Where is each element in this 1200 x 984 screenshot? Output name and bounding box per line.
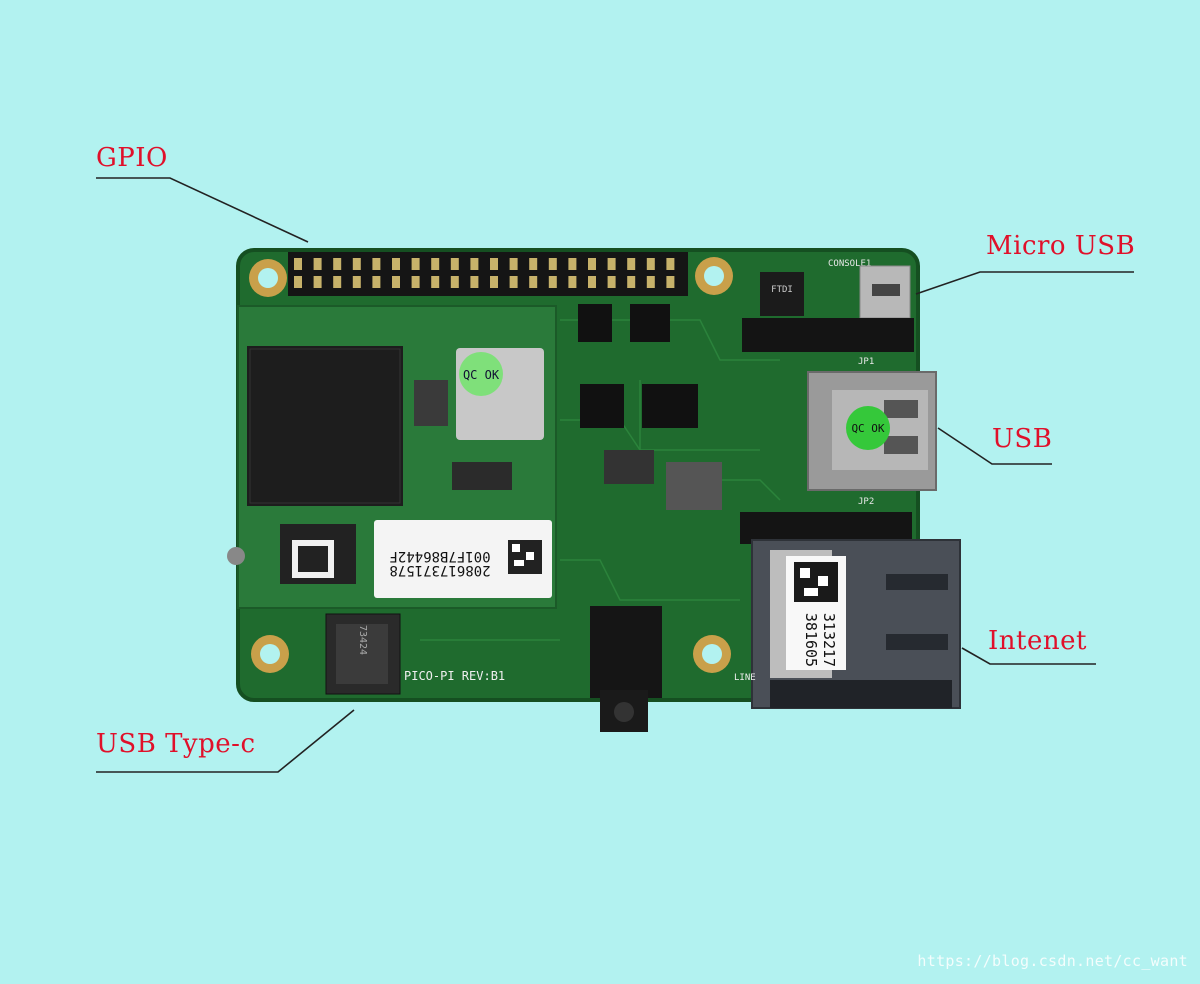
gpio-pin [568,276,577,288]
gpio-header [288,252,688,296]
svg-text:2086173715​78: 2086173715​78 [389,562,490,578]
gpio-pin [294,258,302,270]
jumpers [578,304,698,428]
gpio-pin [646,258,655,270]
svg-text:73424: 73424 [357,625,368,655]
gpio-pin [548,276,557,288]
gpio-pin [392,276,400,288]
gpio-pin [352,258,361,270]
leader-type-c [96,709,355,773]
inductor-2 [666,462,722,510]
svg-text:QC OK: QC OK [851,422,884,435]
gpio-pin [607,258,616,270]
svg-text:JP1: JP1 [858,357,874,367]
gpio-pin [666,258,675,270]
gpio-pin [666,276,675,288]
gpio-pin [313,276,322,288]
module-label-sticker: 001F7B86442F 2086173715​78 [374,520,552,598]
audio-jack [590,606,662,732]
qc-sticker-usb [846,406,890,450]
gpio-pin [529,258,538,270]
gpio-pin [529,276,538,288]
leader-gpio [96,177,309,243]
gpio-pin [411,258,420,270]
jp2-header [740,512,912,544]
gpio-pin [588,276,596,288]
gpio-pin [313,258,322,270]
svg-text:CONSOLE1: CONSOLE1 [828,259,871,269]
gpio-pin [411,276,420,288]
qc-sticker-module [459,352,503,396]
svg-text:PICO-PI REV:B1: PICO-PI REV:B1 [404,669,505,683]
gpio-pin [372,258,381,270]
gpio-pin [450,276,459,288]
ethernet-callout-label: Intenet [988,626,1087,656]
gpio-pin [294,276,302,288]
svg-text:FTDI: FTDI [771,285,793,295]
svg-text:LINE: LINE [734,673,756,683]
gpio-pin [431,258,440,270]
gpio-pins [294,258,675,288]
gpio-pin [333,276,342,288]
svg-text:JP2: JP2 [858,497,874,507]
svg-text:001F7B86442F: 001F7B86442F [389,548,490,564]
leader-micro-usb [915,271,1134,295]
gpio-pin [509,276,518,288]
gpio-pin [509,258,518,270]
micro-usb-callout-label: Micro USB [986,231,1136,261]
gpio-pin [431,276,440,288]
gpio-pin [607,276,616,288]
gpio-pin [333,258,342,270]
mounting-holes [249,257,733,673]
gpio-pin [392,258,400,270]
jp1-header [742,318,914,352]
gpio-pin [568,258,577,270]
gpio-pin [470,258,479,270]
gpio-pin [352,276,361,288]
usb-callout-label: USB [992,424,1053,454]
svg-text:313217: 313217 [820,613,838,667]
side-button [227,547,245,565]
gpio-pin [450,258,459,270]
usb-a-port: QC OK [807,371,937,491]
leader-lines [96,177,1134,773]
gpio-pin [627,258,636,270]
inductor [604,450,654,484]
svg-text:381605: 381605 [802,613,820,667]
gpio-pin [490,258,498,270]
leader-ethernet [961,647,1096,665]
usb-type-c-port: 73424 [325,613,401,695]
usb-type-c-callout-label: USB Type-c [96,729,256,759]
gpio-pin [548,258,557,270]
source-watermark: https://blog.csdn.net/cc_want [917,952,1188,970]
ftdi-chip [760,272,804,316]
gpio-pin [470,276,479,288]
gpio-pin [372,276,381,288]
gpio-callout-label: GPIO [96,143,168,173]
leader-usb [937,427,1052,465]
qc-text-module: QC OK [463,368,500,382]
gpio-pin [490,276,498,288]
gpio-pin [646,276,655,288]
soc-chip [247,346,403,506]
ethernet-port: 313217 381605 [751,539,961,709]
gpio-pin [588,258,596,270]
gpio-pin [627,276,636,288]
